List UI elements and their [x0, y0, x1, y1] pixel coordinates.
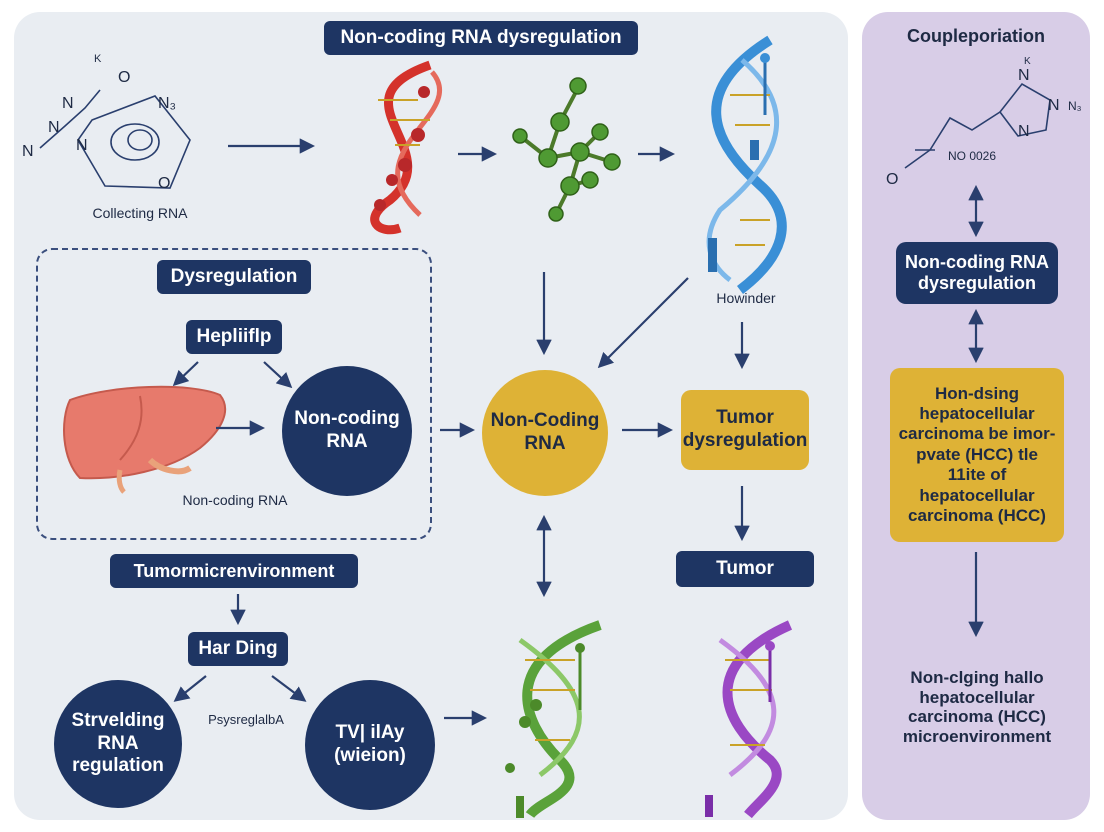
atom-label: O [158, 175, 170, 192]
side-title: Coupleporiation [907, 26, 1045, 46]
molecule-structure-side [904, 82, 1051, 169]
atom-label: N₃ [158, 95, 176, 112]
side-dysregulation-pill: Non-coding RNA dysregulation [896, 242, 1058, 304]
tumor-microenvironment-pill: Tumormicrenvironment [110, 554, 358, 588]
howinder-label: Howinder [716, 290, 776, 306]
rna-helix-red-icon [370, 60, 442, 235]
atom-label: N [1018, 123, 1030, 140]
liver-ncrna-circle: Non-coding RNA [282, 366, 412, 496]
rna-helix-green-icon [505, 620, 602, 819]
molecule-structure-left [39, 89, 191, 189]
atom-label: K [1024, 56, 1031, 67]
atom-label: N₃ [1068, 99, 1082, 113]
atom-label: O [886, 171, 898, 188]
side-bottom-text: Non-clging hallo hepatocellular carcinom… [902, 668, 1052, 746]
atom-label: N [1018, 67, 1030, 84]
side-hcc-box: Hon-dsing hepatocellular carcinoma be im… [890, 368, 1064, 542]
rna-helix-blue-icon [706, 35, 787, 294]
atom-label: N [22, 143, 34, 160]
side-molecule-text: NO 0026 [948, 149, 996, 163]
atom-label: N [62, 95, 74, 112]
tv-circle: TV| ilAy (wieion) [305, 680, 435, 810]
har-ding-pill: Har Ding [188, 632, 288, 666]
tumor-dysregulation-box: Tumor dysregulation [681, 390, 809, 470]
dysregulation-pill: Dysregulation [157, 260, 311, 294]
atom-label: O [118, 69, 130, 86]
liver-caption: Non-coding RNA [182, 492, 288, 508]
strvelding-circle: Strvelding RNA regulation [54, 680, 182, 808]
liver-icon [63, 385, 227, 494]
psysreglalba-label: PsysreglalbA [208, 712, 284, 727]
title-pill: Non-coding RNA dysregulation [324, 21, 638, 55]
tumor-pill: Tumor [676, 551, 814, 587]
center-ncrna-circle: Non-Coding RNA [482, 370, 608, 496]
flow-arrows [172, 138, 984, 726]
dysregulation-dashed-box [36, 248, 432, 540]
molecule-caption: Collecting RNA [92, 205, 188, 221]
rna-helix-purple-icon [705, 620, 793, 819]
atom-label: N [48, 119, 60, 136]
atom-label: K [94, 53, 102, 65]
green-molecule-icon [512, 77, 621, 222]
molecule-atoms-left: K O N N N N₃ N O [22, 53, 176, 192]
molecule-atoms-side: N K N N₃ N O [886, 56, 1082, 188]
atom-label: N [76, 137, 88, 154]
atom-label: N [1048, 97, 1060, 114]
hepliflp-pill: Hepliiflp [186, 320, 282, 354]
